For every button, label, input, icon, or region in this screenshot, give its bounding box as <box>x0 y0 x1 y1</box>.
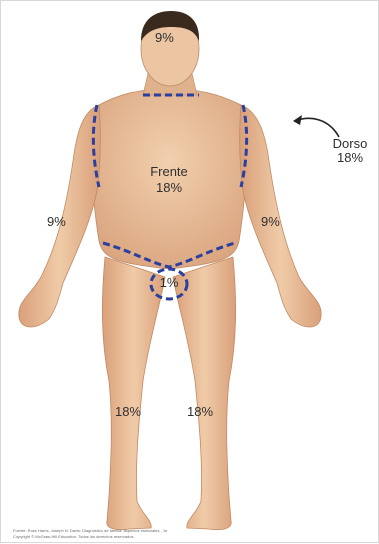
leg-left-shape <box>173 257 236 530</box>
head-percent: 9% <box>155 31 174 46</box>
back-arrow-icon <box>295 118 339 137</box>
front-label: Frente <box>144 165 194 180</box>
genital-percent: 1% <box>155 276 183 291</box>
credit-line-1: Fuente: Ross Harris, Joseph N. Davis: Di… <box>13 529 167 533</box>
leg-left-percent: 18% <box>187 405 213 420</box>
leg-right-shape <box>102 257 165 530</box>
arm-left-shape <box>240 105 322 327</box>
leg-right-percent: 18% <box>115 405 141 420</box>
arm-right-percent: 9% <box>47 215 66 230</box>
arm-left-percent: 9% <box>261 215 280 230</box>
front-percent: 18% <box>144 181 194 196</box>
back-arrowhead-icon <box>293 115 302 125</box>
credit-line-2: Copyright © McGraw-Hill Education. Todos… <box>13 535 135 539</box>
back-percent: 18% <box>327 151 373 166</box>
